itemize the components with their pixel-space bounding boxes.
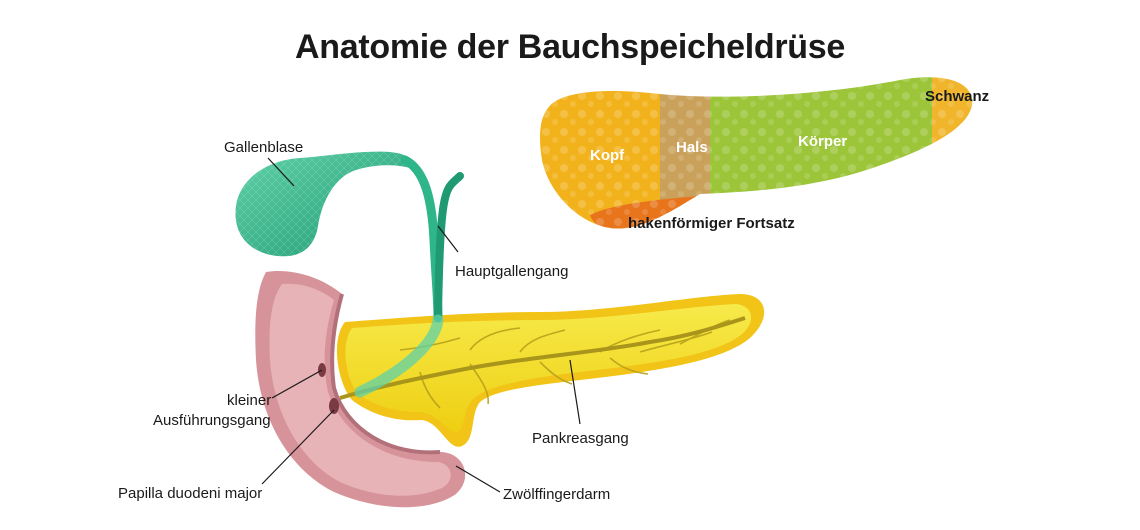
bile-duct xyxy=(354,155,464,398)
segment-label-schwanz: Schwanz xyxy=(925,88,989,105)
label-papilla: Papilla duodeni major xyxy=(118,485,262,502)
segment-label-koerper: Körper xyxy=(798,133,847,150)
label-kleiner-line1: kleiner xyxy=(227,392,271,409)
diagram-title: Anatomie der Bauchspeicheldrüse xyxy=(295,28,845,66)
segment-label-kopf: Kopf xyxy=(590,147,625,164)
pancreas xyxy=(336,294,765,447)
label-pankreasgang: Pankreasgang xyxy=(532,430,629,447)
label-zwoelffingerdarm: Zwölffingerdarm xyxy=(503,486,610,503)
pancreas-segments: Kopf Hals Körper Schwanz hakenförmiger F… xyxy=(540,77,989,232)
label-gallenblase: Gallenblase xyxy=(224,139,303,156)
gallbladder xyxy=(235,151,414,257)
segment-label-fortsatz: hakenförmiger Fortsatz xyxy=(628,215,795,232)
label-kleiner-line2: Ausführungsgang xyxy=(153,412,271,429)
leader-lines xyxy=(261,157,581,493)
segment-label-hals: Hals xyxy=(676,139,708,156)
duodenum xyxy=(255,270,466,508)
label-hauptgallengang: Hauptgallengang xyxy=(455,263,568,280)
